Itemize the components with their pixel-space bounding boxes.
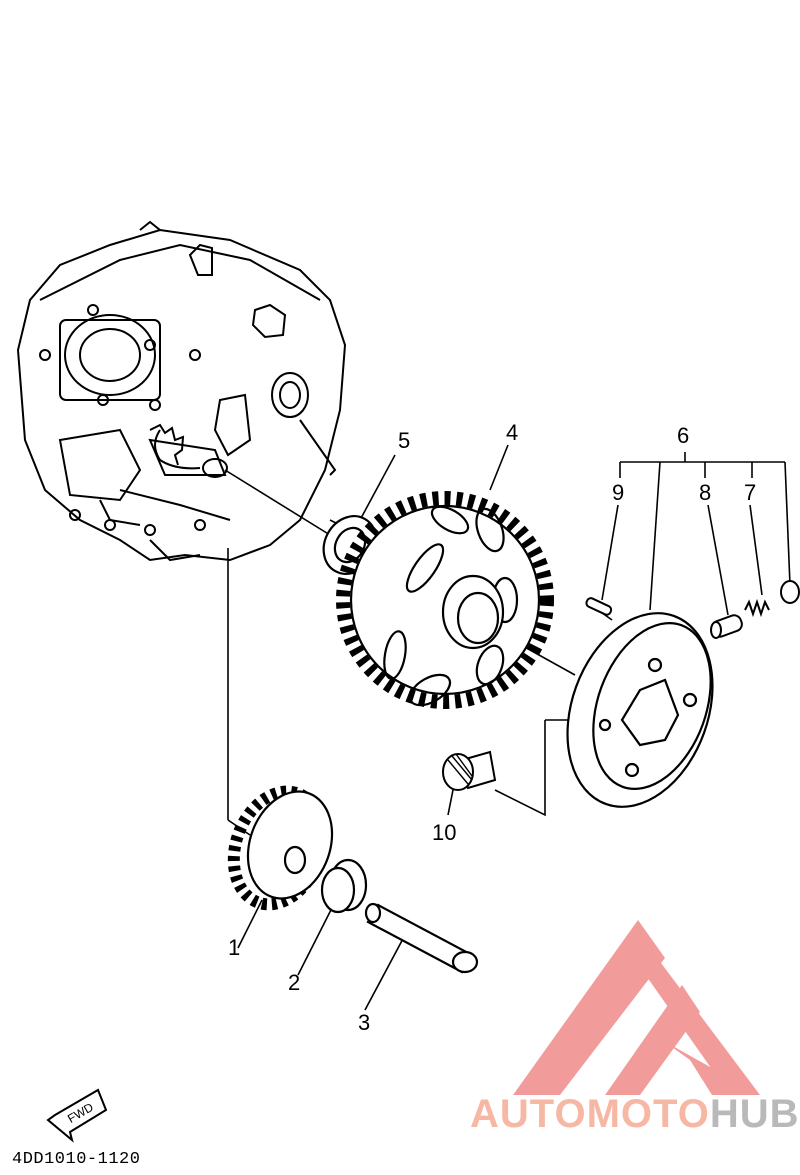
callout-9: 9	[612, 480, 624, 505]
callout-1: 1	[228, 935, 240, 960]
part-2-bushing	[320, 858, 368, 914]
part-10-bolt	[442, 750, 497, 791]
part-9-pin	[585, 597, 613, 616]
callout-7: 7	[744, 480, 756, 505]
drawing-code: 4DD1010-1120	[12, 1150, 141, 1169]
part-7-spring	[744, 598, 770, 618]
watermark-logo-icon	[513, 920, 760, 1095]
callout-4: 4	[506, 420, 518, 445]
callout-10: 10	[432, 820, 456, 845]
callout-5: 5	[398, 428, 410, 453]
fwd-arrow-icon	[46, 1088, 108, 1143]
engine-crankcase	[16, 220, 347, 562]
part-3-shaft	[364, 902, 479, 974]
engine-shaft-gear	[149, 423, 185, 466]
watermark-text-part2: HUB	[709, 1092, 800, 1136]
part-1-idler-gear	[227, 785, 334, 911]
part-8-roller	[710, 614, 743, 639]
part-6-starter-clutch	[566, 612, 714, 808]
callout-8: 8	[699, 480, 711, 505]
callout-2: 2	[288, 970, 300, 995]
part-4-starter-wheel-gear	[336, 491, 554, 709]
watermark-text-part1: AUTOMOTO	[470, 1092, 710, 1136]
watermark-text: AUTOMOTOHUB	[470, 1092, 800, 1137]
callout-6: 6	[677, 423, 689, 448]
part-7-cap	[780, 580, 800, 604]
callout-3: 3	[358, 1010, 370, 1035]
